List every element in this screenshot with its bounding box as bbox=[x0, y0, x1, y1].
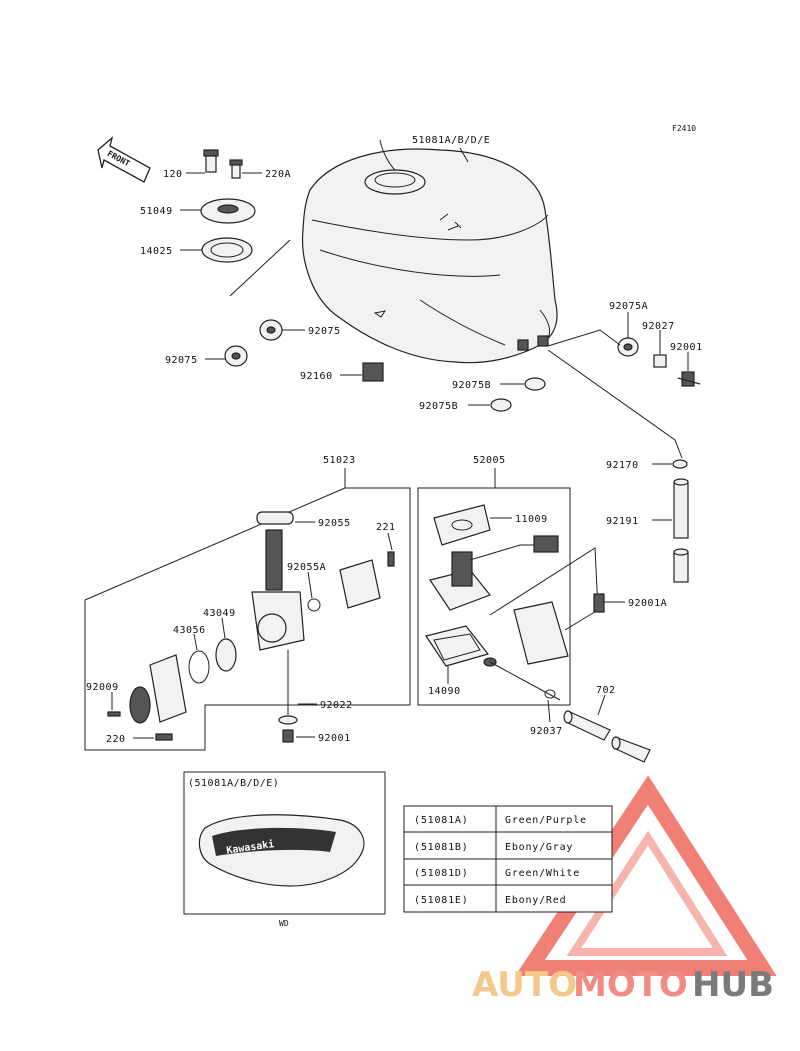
hose-92191-drawing bbox=[673, 478, 689, 583]
fuel-tank-drawing bbox=[301, 139, 558, 364]
table-color-row-4: Ebony/Red bbox=[505, 895, 566, 906]
callout-block-92160: 92160 bbox=[300, 371, 333, 382]
watermark-part-1: AUTO bbox=[472, 965, 577, 1005]
front-arrow-icon: FRONT bbox=[97, 136, 151, 183]
callout-oring-92055a: 92055A bbox=[287, 562, 326, 573]
callout-tank: 51081A/B/D/E bbox=[412, 135, 490, 146]
callout-screw-92009: 92009 bbox=[86, 682, 119, 693]
callout-screw-220: 220 bbox=[106, 734, 126, 745]
callout-bolt-92001a: 92001A bbox=[628, 598, 667, 609]
callout-screw-221: 221 bbox=[376, 522, 396, 533]
callout-collar-92027: 92027 bbox=[642, 321, 675, 332]
table-color-row-2: Ebony/Gray bbox=[505, 842, 573, 853]
callout-cap-51049: 51049 bbox=[140, 206, 173, 217]
callout-gasket-43049: 43049 bbox=[203, 608, 236, 619]
callout-screw-220a: 220A bbox=[265, 169, 291, 180]
inset-title: (51081A/B/D/E) bbox=[188, 778, 279, 789]
mount-parts-drawing bbox=[224, 319, 701, 469]
callout-hose-702: 702 bbox=[596, 685, 616, 696]
callout-clip-92170: 92170 bbox=[606, 460, 639, 471]
fuel-cock-group-drawing bbox=[84, 468, 411, 751]
callout-damper-92075a: 92075A bbox=[609, 301, 648, 312]
fuel-pump-group-drawing bbox=[417, 468, 599, 706]
watermark-part-3: HUB bbox=[692, 965, 774, 1005]
callout-damper-92075b-a: 92075B bbox=[452, 380, 491, 391]
callout-hose-92191: 92191 bbox=[606, 516, 639, 527]
callout-clamp-92037: 92037 bbox=[530, 726, 563, 737]
callout-damper-92075-right: 92075 bbox=[308, 326, 341, 337]
figure-code: F2410 bbox=[672, 124, 696, 133]
table-code-row-1: (51081A) bbox=[414, 815, 469, 826]
hose-702-drawing bbox=[544, 689, 651, 763]
callout-bolt-92001-top: 92001 bbox=[670, 342, 703, 353]
inset-caption: WD bbox=[279, 919, 289, 928]
table-color-row-3: Green/White bbox=[505, 868, 580, 879]
callout-washer-92022: 92022 bbox=[320, 700, 353, 711]
table-code-row-2: (51081B) bbox=[414, 842, 469, 853]
color-table bbox=[403, 805, 613, 913]
cap-assembly-drawing bbox=[200, 149, 291, 297]
callout-filter-14090: 14090 bbox=[428, 686, 461, 697]
callout-bolt-92001-bottom: 92001 bbox=[318, 733, 351, 744]
callout-cock-51023: 51023 bbox=[323, 455, 356, 466]
watermark-text: AUTO MOTO HUB bbox=[472, 965, 774, 1005]
decal-inset: (51081A/B/D/E) Kawasaki bbox=[183, 771, 386, 915]
callout-gasket-11009: 11009 bbox=[515, 514, 548, 525]
callout-oring-43056: 43056 bbox=[173, 625, 206, 636]
callout-damper-92075-left: 92075 bbox=[165, 355, 198, 366]
table-code-row-3: (51081D) bbox=[414, 868, 469, 879]
callout-ring-14025: 14025 bbox=[140, 246, 173, 257]
callout-oring-92055: 92055 bbox=[318, 518, 351, 529]
watermark-part-2: MOTO bbox=[573, 965, 688, 1005]
callout-pump-52005: 52005 bbox=[473, 455, 506, 466]
table-code-row-4: (51081E) bbox=[414, 895, 469, 906]
callout-bolt-120: 120 bbox=[163, 169, 183, 180]
callout-damper-92075b-b: 92075B bbox=[419, 401, 458, 412]
table-color-row-1: Green/Purple bbox=[505, 815, 587, 826]
